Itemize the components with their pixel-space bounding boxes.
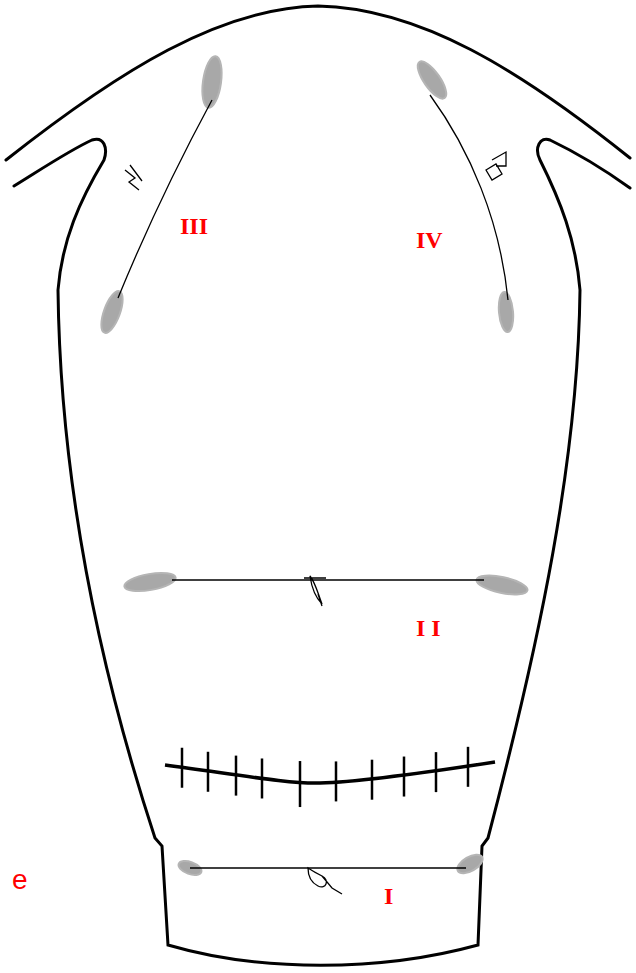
panel-letter: e: [12, 866, 28, 894]
stitch-mark: [299, 761, 302, 807]
stitch-mark: [181, 748, 184, 788]
stitch-mark: [335, 761, 338, 801]
running-suture: [165, 747, 495, 807]
suture-number: III: [180, 214, 208, 238]
stitch-mark: [403, 757, 406, 797]
knot-I: [308, 868, 342, 894]
stitch-mark: [435, 752, 438, 792]
suture-number: IV: [416, 228, 443, 252]
tissue-bites: [97, 55, 529, 878]
stitch-mark: [371, 760, 374, 800]
outer-arch: [6, 6, 630, 160]
suture-I: [190, 867, 466, 868]
knot-III: [125, 165, 142, 190]
stitch-mark: [207, 752, 210, 792]
knot-IV: [486, 152, 506, 180]
stitch-mark: [235, 756, 238, 796]
suture-III: [118, 100, 212, 298]
suture-II: [172, 579, 484, 580]
knot-II: [304, 576, 326, 606]
organ-body: [14, 139, 630, 965]
suture-number: I: [384, 884, 393, 908]
organ-outline: [6, 6, 630, 965]
stitch-mark: [261, 758, 264, 798]
stitch-mark: [467, 747, 470, 787]
suture-IV: [430, 95, 508, 300]
suture-threads: [118, 95, 508, 894]
suture-number: I I: [416, 616, 441, 640]
